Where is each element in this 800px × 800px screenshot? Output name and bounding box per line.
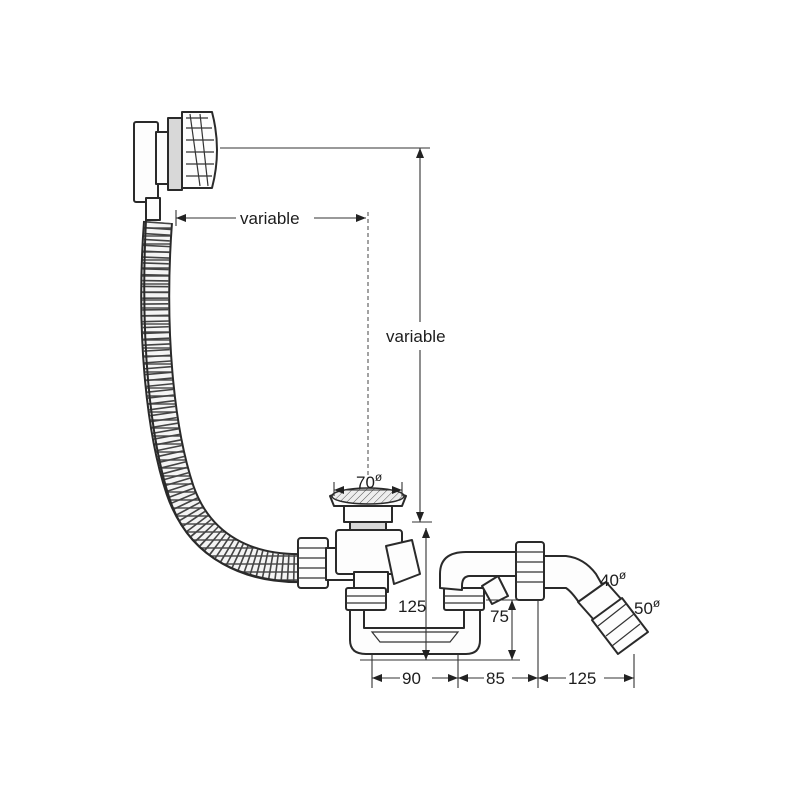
dimension-lines — [175, 147, 635, 688]
overflow-head — [133, 111, 218, 221]
label-horizontal-variable: variable — [240, 209, 300, 228]
label-width-85: 85 — [486, 669, 505, 688]
outlet-elbow — [439, 541, 649, 655]
label-pipe-40: 40ø — [600, 568, 627, 590]
label-height-75: 75 — [490, 607, 509, 626]
label-height-125: 125 — [398, 597, 426, 616]
label-width-90: 90 — [402, 669, 421, 688]
label-width-125: 125 — [568, 669, 596, 688]
label-outlet-diameter: 70ø — [356, 470, 383, 492]
label-vertical-variable: variable — [386, 327, 446, 346]
label-pipe-50: 50ø — [634, 596, 661, 618]
flexible-hose — [140, 219, 306, 584]
trap-body — [345, 587, 485, 655]
